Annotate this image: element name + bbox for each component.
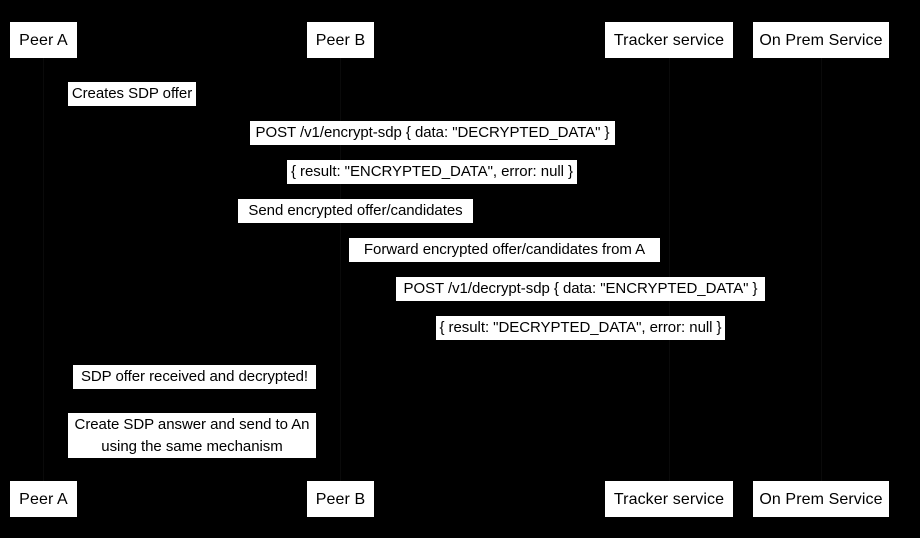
message-creates-sdp-offer[interactable]: Creates SDP offer (68, 82, 196, 106)
participant-footer-tracker-service[interactable]: Tracker service (605, 481, 733, 517)
lifeline-peer-b (340, 58, 341, 481)
participant-footer-peer-b[interactable]: Peer B (307, 481, 374, 517)
message-create-sdp-answer-line-2: using the same mechanism (101, 438, 283, 455)
participant-header-tracker-service[interactable]: Tracker service (605, 22, 733, 58)
lifeline-on-prem-service (821, 58, 822, 481)
message-create-sdp-answer-line-1: Create SDP answer and send to An (74, 416, 310, 433)
participant-header-on-prem-service[interactable]: On Prem Service (753, 22, 889, 58)
participant-footer-peer-a[interactable]: Peer A (10, 481, 77, 517)
lifeline-tracker-service (669, 58, 670, 481)
message-forward-encrypted-offer[interactable]: Forward encrypted offer/candidates from … (349, 238, 660, 262)
message-encrypt-sdp-result[interactable]: { result: "ENCRYPTED_DATA", error: null … (287, 160, 577, 184)
participant-header-peer-a[interactable]: Peer A (10, 22, 77, 58)
message-create-sdp-answer[interactable]: Create SDP answer and send to An using t… (68, 413, 316, 458)
message-decrypt-sdp-result[interactable]: { result: "DECRYPTED_DATA", error: null … (436, 316, 725, 340)
message-sdp-offer-received[interactable]: SDP offer received and decrypted! (73, 365, 316, 389)
message-post-encrypt-sdp[interactable]: POST /v1/encrypt-sdp { data: "DECRYPTED_… (250, 121, 615, 145)
participant-footer-on-prem-service[interactable]: On Prem Service (753, 481, 889, 517)
message-post-decrypt-sdp[interactable]: POST /v1/decrypt-sdp { data: "ENCRYPTED_… (396, 277, 765, 301)
lifeline-peer-a (43, 58, 44, 481)
message-send-encrypted-offer[interactable]: Send encrypted offer/candidates (238, 199, 473, 223)
participant-header-peer-b[interactable]: Peer B (307, 22, 374, 58)
